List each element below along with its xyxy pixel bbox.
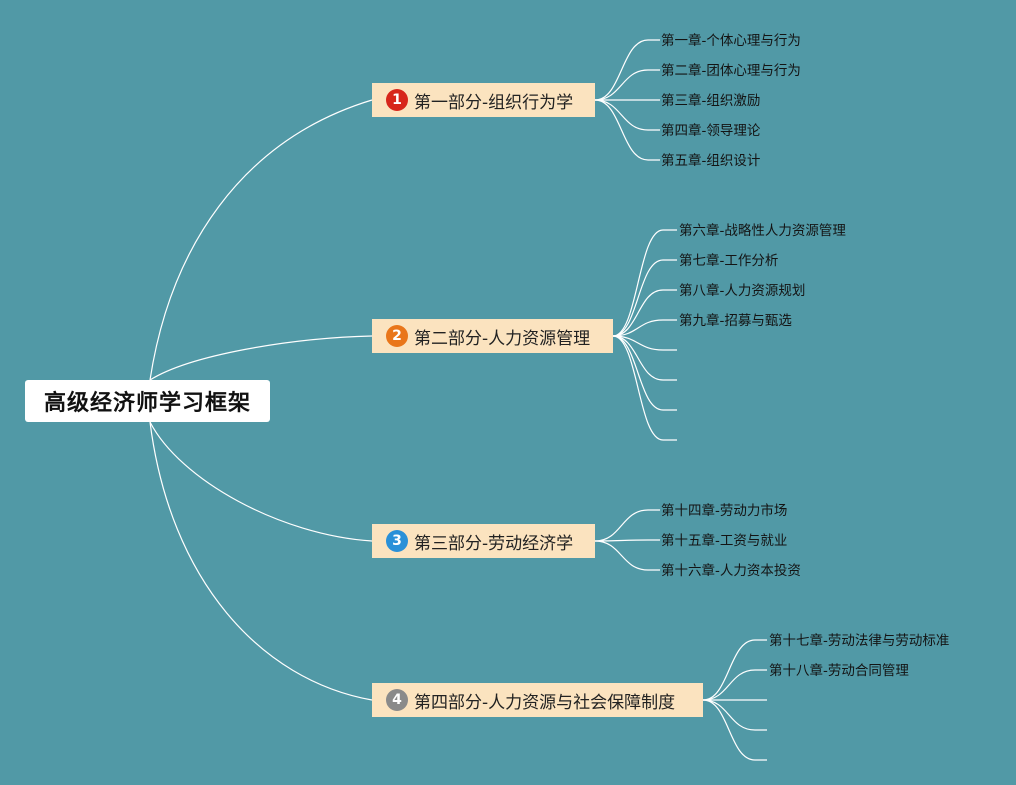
chapter-node[interactable]: 第十五章-工资与就业 [661, 533, 788, 549]
part-3-branch-line [594, 509, 660, 542]
part-4-branch-line [702, 639, 767, 701]
chapter-node[interactable]: 第七章-工作分析 [679, 253, 779, 269]
part-3-branch-line [594, 540, 660, 571]
chapter-node[interactable]: 第十六章-人力资本投资 [661, 563, 801, 579]
part-label: 第四部分-人力资源与社会保障制度 [414, 692, 676, 713]
part-2-branch-line [612, 259, 677, 337]
chapter-node[interactable]: 第一章-个体心理与行为 [661, 33, 801, 49]
chapter-node[interactable]: 第二章-团体心理与行为 [661, 63, 801, 79]
root-to-part-4-line [149, 421, 373, 701]
part-2-branch-line [612, 335, 677, 381]
chapter-node[interactable]: 第四章-领导理论 [661, 123, 761, 139]
chapter-node[interactable]: 第九章-招募与甄选 [679, 313, 792, 329]
chapter-node[interactable]: 第三章-组织激励 [661, 93, 761, 109]
part-label: 第三部分-劳动经济学 [414, 533, 574, 554]
chapter-node[interactable]: 第十四章-劳动力市场 [661, 503, 788, 519]
part-number-badge: 3 [386, 530, 408, 552]
part-4-branch-line [702, 699, 767, 731]
part-number-badge: 1 [386, 89, 408, 111]
part-2-branch-line [612, 319, 677, 337]
part-node-3[interactable]: 3 第三部分-劳动经济学 [372, 524, 595, 558]
root-label: 高级经济师学习框架 [43, 391, 251, 416]
part-node-2[interactable]: 2 第二部分-人力资源管理 [372, 319, 613, 353]
chapter-node[interactable]: 第八章-人力资源规划 [679, 283, 806, 299]
part-1-branch-line [594, 99, 660, 131]
part-2-branch-line [612, 335, 677, 411]
part-1-branch-line [594, 39, 660, 101]
chapter-node[interactable]: 第五章-组织设计 [661, 153, 761, 169]
part-2-branch-line [612, 289, 677, 337]
part-2-branch-line [612, 335, 677, 441]
part-label: 第二部分-人力资源管理 [414, 328, 591, 349]
part-2-branch-line [612, 335, 677, 351]
part-1-branch-line [594, 69, 660, 101]
part-node-1[interactable]: 1 第一部分-组织行为学 [372, 83, 595, 117]
part-4-branch-line [702, 669, 767, 701]
chapter-node[interactable]: 第十七章-劳动法律与劳动标准 [769, 633, 950, 649]
root-to-part-2-line [149, 335, 373, 381]
part-1-branch-line [594, 99, 660, 161]
chapter-node[interactable]: 第十八章-劳动合同管理 [769, 663, 909, 679]
root-node[interactable]: 高级经济师学习框架 [25, 380, 270, 422]
part-label: 第一部分-组织行为学 [414, 92, 574, 113]
part-4-branch-line [702, 699, 767, 761]
part-2-branch-line [612, 229, 677, 337]
part-node-4[interactable]: 4 第四部分-人力资源与社会保障制度 [372, 683, 703, 717]
chapter-node[interactable]: 第六章-战略性人力资源管理 [679, 223, 846, 239]
root-to-part-1-line [149, 99, 373, 381]
root-to-part-3-line [149, 421, 373, 542]
part-3-branch-line [594, 539, 660, 542]
part-number-badge: 4 [386, 689, 408, 711]
part-number-badge: 2 [386, 325, 408, 347]
